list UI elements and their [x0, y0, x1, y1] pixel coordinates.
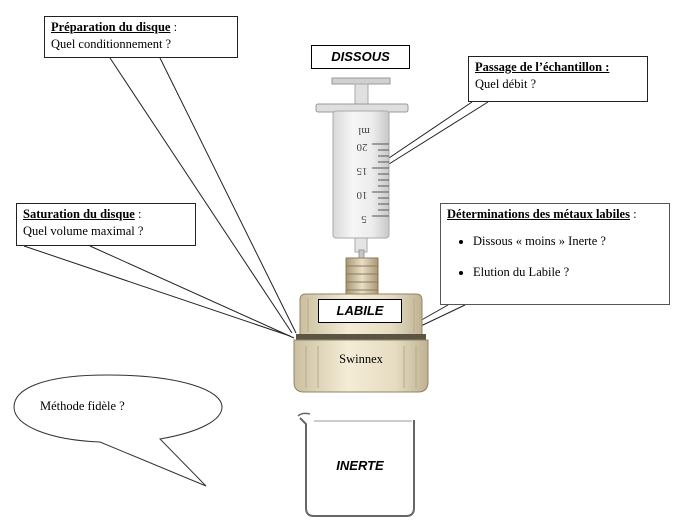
- speech-bubble-shape: [13, 374, 223, 487]
- callout-saturation-question: Quel volume maximal ?: [23, 224, 144, 238]
- label-labile: LABILE: [318, 299, 402, 323]
- callout-preparation-question: Quel conditionnement ?: [51, 37, 172, 51]
- determinations-item-2: Elution du Labile ?: [473, 264, 663, 281]
- callout-passage-title: Passage de l’échantillon :: [475, 60, 610, 74]
- callout-passage: Passage de l’échantillon : Quel débit ?: [468, 56, 648, 102]
- callout-preparation: Préparation du disque : Quel conditionne…: [44, 16, 238, 58]
- scale-5: 5: [361, 213, 367, 225]
- scale-20: 20: [356, 141, 368, 153]
- callout-saturation-tail: :: [134, 207, 142, 221]
- callout-determinations: Déterminations des métaux labiles : Diss…: [440, 203, 670, 305]
- callout-determinations-tail: :: [629, 207, 637, 221]
- callout-saturation: Saturation du disque : Quel volume maxim…: [16, 203, 196, 246]
- label-swinnex: Swinnex: [339, 352, 383, 366]
- filter-connector: [345, 257, 379, 299]
- leader-preparation-1: [109, 57, 293, 334]
- leader-saturation-2: [89, 245, 295, 339]
- beaker: [297, 412, 415, 517]
- leader-passage-1: [385, 101, 473, 161]
- leader-passage-2: [388, 101, 489, 165]
- leader-preparation-2: [159, 57, 297, 334]
- speech-bubble-text: Méthode fidèle ?: [40, 399, 125, 413]
- callout-passage-question: Quel débit ?: [475, 77, 537, 91]
- callout-preparation-title: Préparation du disque: [51, 20, 171, 34]
- callout-saturation-title: Saturation du disque: [23, 207, 135, 221]
- label-dissous: DISSOUS: [311, 45, 410, 69]
- scale-15: 15: [356, 165, 368, 177]
- scale-unit: ml: [358, 125, 370, 137]
- determinations-item-1: Dissous « moins » Inerte ?: [473, 233, 663, 250]
- label-inerte: INERTE: [336, 458, 384, 473]
- callout-preparation-tail: :: [170, 20, 178, 34]
- scale-10: 10: [356, 189, 368, 201]
- determinations-list: Dissous « moins » Inerte ? Elution du La…: [447, 233, 663, 281]
- callout-determinations-title: Déterminations des métaux labiles: [447, 207, 630, 221]
- syringe-graduations: [372, 143, 389, 217]
- leader-saturation-1: [23, 245, 291, 337]
